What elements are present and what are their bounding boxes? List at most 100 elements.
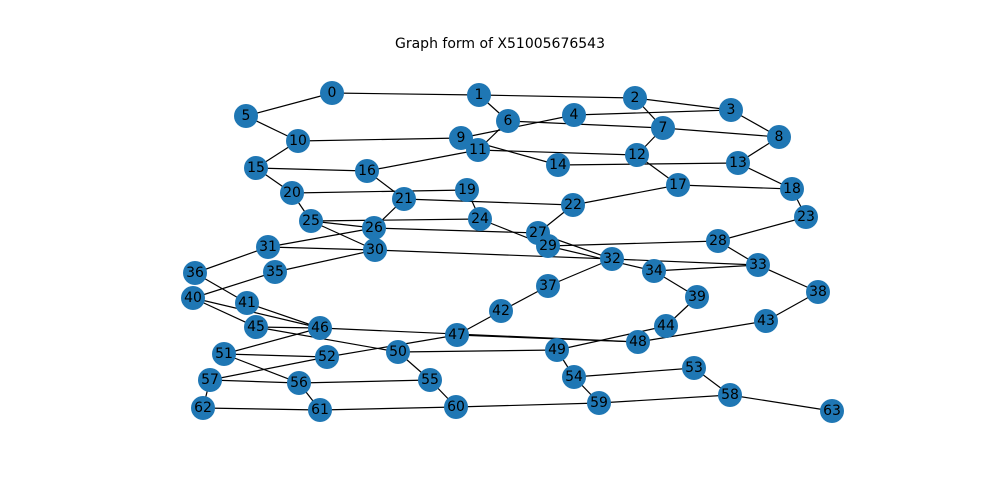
edge-3-4: [573, 109, 732, 116]
edge-26-27: [373, 227, 539, 234]
edge-41-46: [246, 302, 321, 329]
node-46: 46: [308, 316, 332, 340]
node-label: 8: [775, 129, 784, 145]
node-circle: [234, 104, 258, 128]
edge-43-48: [637, 320, 767, 343]
node-53: 53: [682, 356, 706, 380]
node-label: 9: [457, 130, 466, 146]
edge-9-10: [297, 137, 462, 142]
edge-51-52: [223, 353, 328, 358]
node-label: 36: [186, 265, 204, 281]
edge-0-1: [331, 92, 480, 96]
node-circle: [642, 259, 666, 283]
node-40: 40: [181, 286, 205, 310]
node-label: 15: [247, 160, 265, 176]
edge-52-57: [209, 356, 328, 381]
node-circle: [685, 285, 709, 309]
edge-31-36: [194, 246, 269, 274]
node-label: 5: [242, 108, 251, 124]
node-circle: [536, 234, 560, 258]
node-label: 22: [564, 197, 582, 213]
node-circle: [820, 399, 844, 423]
node-circle: [444, 395, 468, 419]
node-35: 35: [263, 260, 287, 284]
node-circle: [355, 159, 379, 183]
node-label: 35: [266, 264, 284, 280]
node-57: 57: [198, 368, 222, 392]
edge-32-33: [611, 258, 759, 266]
node-label: 17: [669, 177, 687, 193]
node-51: 51: [212, 342, 236, 366]
node-28: 28: [706, 229, 730, 253]
node-16: 16: [355, 159, 379, 183]
node-34: 34: [642, 259, 666, 283]
node-circle: [235, 291, 259, 315]
node-label: 55: [421, 372, 439, 388]
node-label: 7: [659, 120, 668, 136]
node-62: 62: [191, 396, 215, 420]
node-label: 12: [628, 147, 646, 163]
node-0: 0: [320, 81, 344, 105]
node-label: 29: [539, 238, 557, 254]
edge-17-22: [572, 184, 679, 206]
node-49: 49: [545, 338, 569, 362]
node-label: 60: [447, 399, 465, 415]
node-47: 47: [445, 323, 469, 347]
edge-49-50: [397, 349, 558, 353]
node-circle: [754, 309, 778, 333]
node-circle: [256, 235, 280, 259]
node-7: 7: [651, 116, 675, 140]
edge-46-51: [223, 327, 321, 355]
node-label: 1: [475, 87, 484, 103]
node-circle: [183, 261, 207, 285]
node-45: 45: [244, 315, 268, 339]
node-33: 33: [746, 253, 770, 277]
node-44: 44: [654, 314, 678, 338]
node-label: 54: [565, 369, 583, 385]
node-label: 18: [783, 181, 801, 197]
node-label: 44: [657, 318, 675, 334]
node-label: 30: [366, 242, 384, 258]
node-circle: [467, 83, 491, 107]
edge-30-35: [274, 249, 376, 273]
node-label: 13: [729, 155, 747, 171]
node-25: 25: [299, 209, 323, 233]
node-37: 37: [536, 274, 560, 298]
node-42: 42: [489, 299, 513, 323]
node-label: 43: [757, 313, 775, 329]
node-label: 24: [471, 211, 489, 227]
node-circle: [320, 81, 344, 105]
node-19: 19: [455, 178, 479, 202]
edge-6-7: [507, 120, 664, 129]
node-label: 28: [709, 233, 727, 249]
node-3: 3: [719, 98, 743, 122]
edge-23-28: [717, 216, 807, 242]
edge-30-31: [267, 246, 376, 251]
node-circle: [392, 187, 416, 211]
edge-33-34: [653, 264, 759, 272]
node-label: 0: [328, 85, 337, 101]
node-circle: [806, 280, 830, 304]
node-36: 36: [183, 261, 207, 285]
node-2: 2: [623, 86, 647, 110]
node-24: 24: [468, 207, 492, 231]
edge-40-46: [192, 297, 321, 329]
node-circle: [562, 103, 586, 127]
node-circle: [666, 173, 690, 197]
node-label: 61: [311, 402, 329, 418]
graph-title: Graph form of X51005676543: [395, 36, 605, 52]
node-label: 63: [823, 403, 841, 419]
node-label: 2: [631, 90, 640, 106]
node-circle: [625, 143, 649, 167]
node-label: 3: [727, 102, 736, 118]
node-50: 50: [386, 340, 410, 364]
node-label: 34: [645, 263, 663, 279]
edge-0-5: [245, 92, 333, 117]
node-label: 20: [283, 185, 301, 201]
node-label: 56: [290, 375, 308, 391]
node-circle: [682, 356, 706, 380]
node-38: 38: [806, 280, 830, 304]
node-label: 16: [358, 163, 376, 179]
node-circle: [706, 229, 730, 253]
